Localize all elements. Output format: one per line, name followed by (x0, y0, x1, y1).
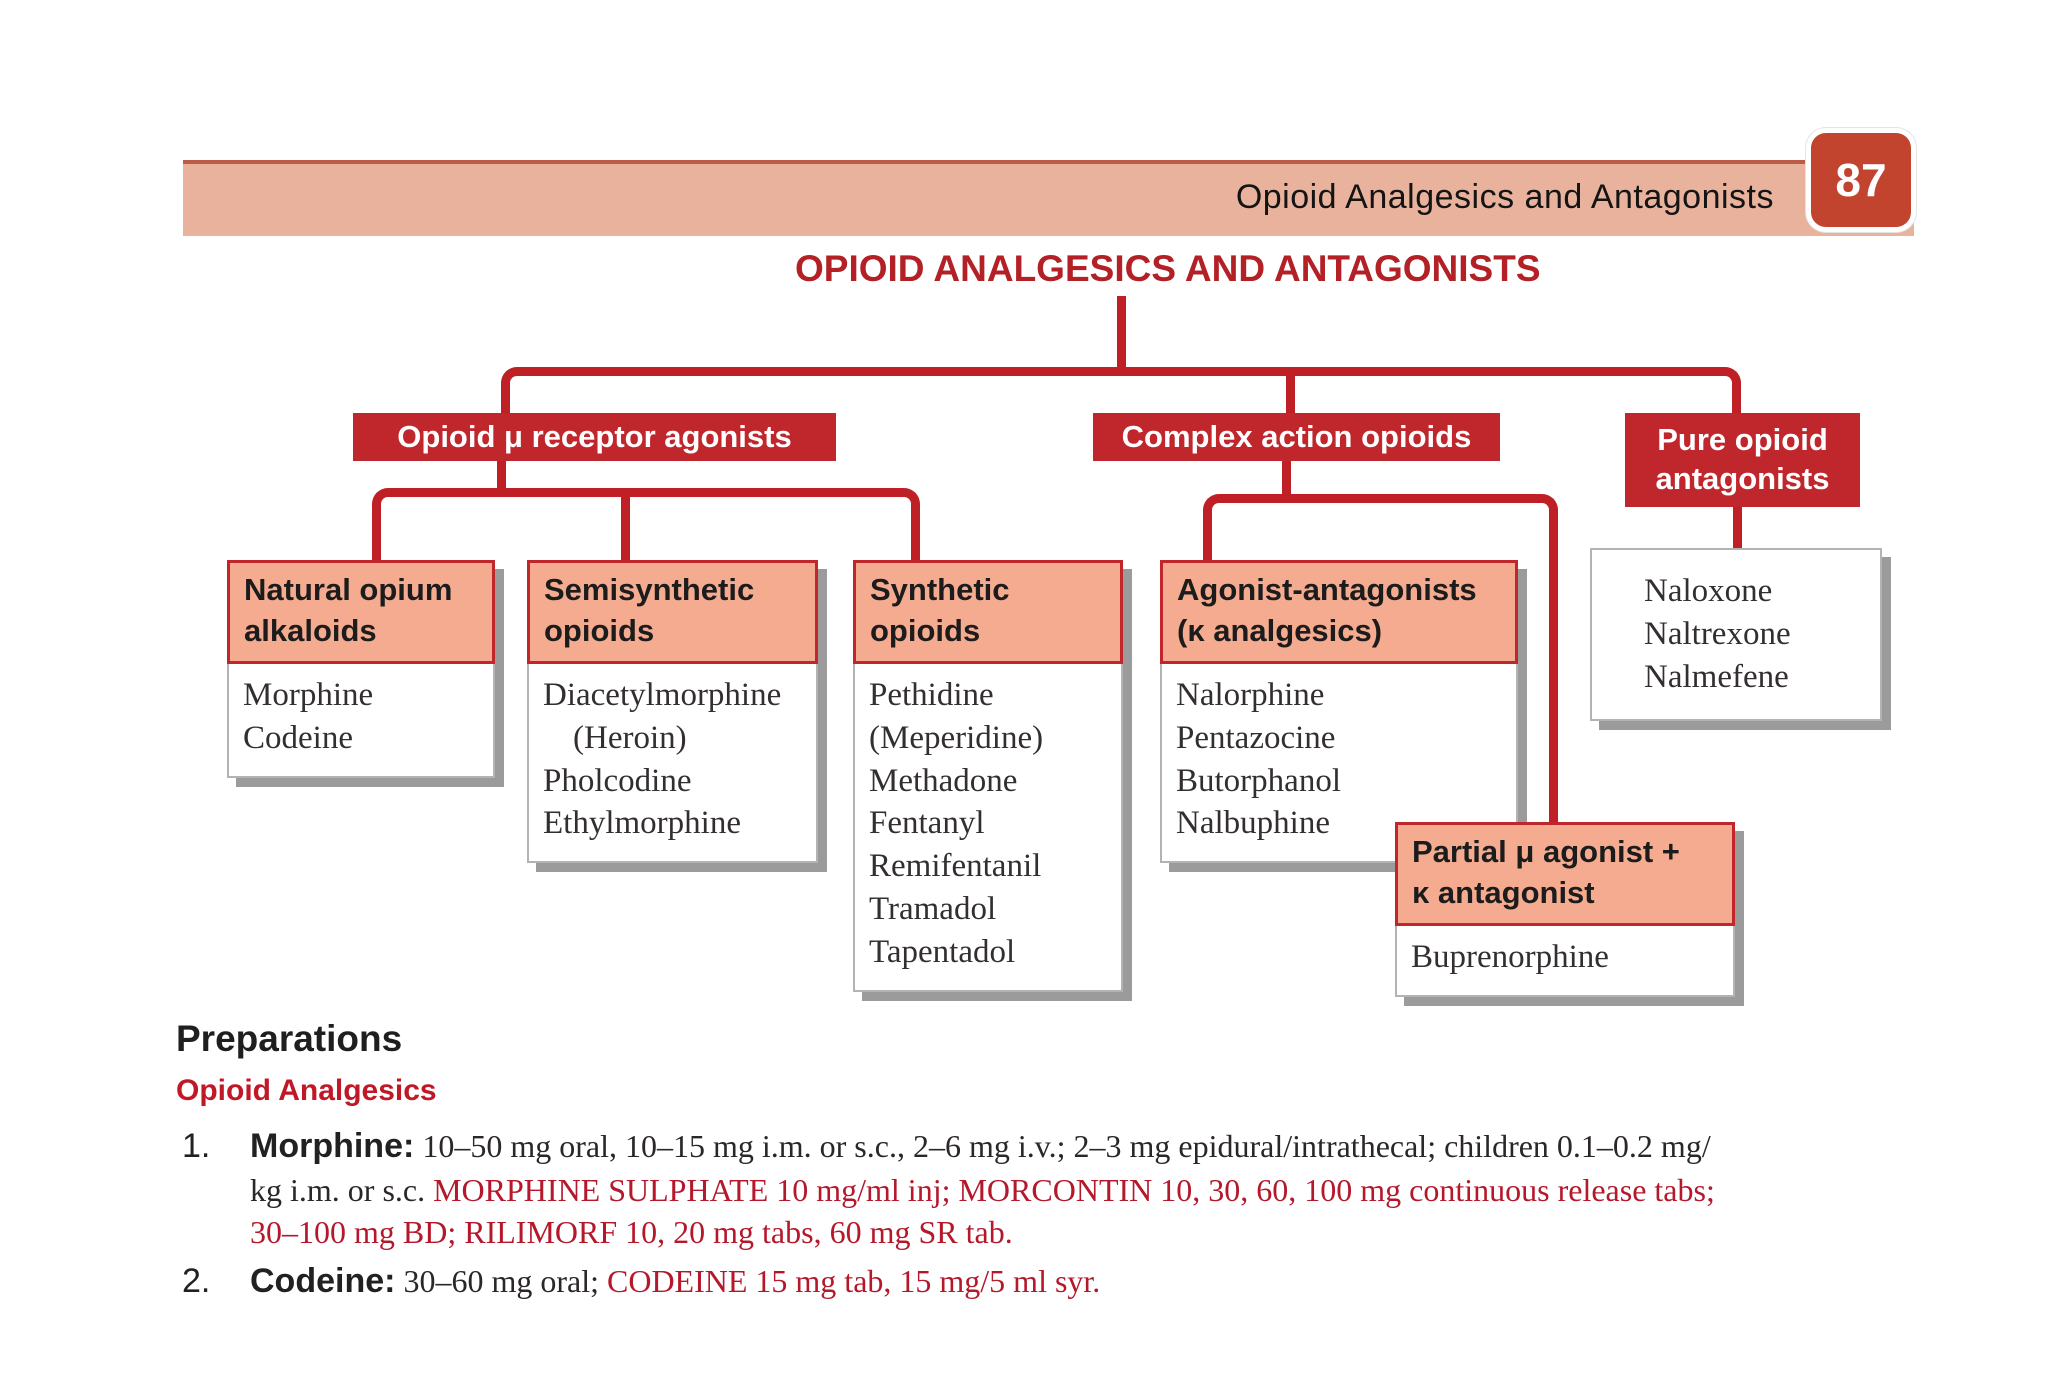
chapter-title: Opioid Analgesics and Antagonists (1235, 178, 1774, 216)
leaf-semisynthetic-opioids: Semisynthetic opioids Diacetylmorphine (… (527, 560, 818, 864)
connector-title-drop (1117, 296, 1126, 372)
diagram-title: OPIOID ANALGESICS AND ANTAGONISTS (795, 248, 1541, 289)
page-number: 87 (1835, 154, 1887, 206)
dose-text: 30–60 mg oral; (403, 1263, 607, 1300)
leaf-title-line1: Partial μ agonist + (1412, 834, 1680, 869)
leaf-title-line2: opioids (870, 612, 981, 648)
chapter-header-bar: Opioid Analgesics and Antagonists (183, 160, 1914, 236)
leaf-title-line1: Natural opium (244, 572, 453, 607)
branch-mu-receptor-agonists: Opioid μ receptor agonists (353, 413, 836, 461)
leaf-body: Nalorphine Pentazocine Butorphanol Nalbu… (1162, 664, 1516, 862)
drug-item: Nalorphine (1176, 676, 1325, 713)
leaf-natural-opium-alkaloids: Natural opium alkaloids Morphine Codeine (227, 560, 495, 778)
dose-text: 10–50 mg oral, 10–15 mg i.m. or s.c., 2–… (422, 1128, 1711, 1164)
connector-complex-rail (1203, 494, 1558, 560)
leaf-header: Partial μ agonist + κ antagonist (1395, 822, 1735, 926)
leaf-synthetic-opioids: Synthetic opioids Pethidine (Meperidine)… (853, 560, 1123, 993)
drug-item: Pethidine (869, 676, 994, 713)
drug-item: Nalbuphine (1176, 805, 1330, 842)
connector-semisynthetic-drop (621, 494, 630, 560)
drug-item: Fentanyl (869, 805, 985, 842)
item-number: 1. (182, 1127, 211, 1165)
drug-item: (Meperidine) (869, 719, 1044, 756)
drug-item: Tapentadol (869, 934, 1016, 971)
prep-item-codeine: 2. Codeine: 30–60 mg oral; CODEINE 15 mg… (176, 1259, 1966, 1304)
drug-item: Nalmefene (1644, 658, 1789, 695)
branch-pure-opioid-antagonists: Pure opioid antagonists (1625, 413, 1860, 507)
branch-label: Complex action opioids (1121, 418, 1472, 454)
brand-text: MORPHINE SULPHATE 10 mg/ml inj; MORCONTI… (433, 1171, 1715, 1208)
leaf-pure-antagonist-drugs: Naloxone Naltrexone Nalmefene (1590, 548, 1882, 721)
dose-text: kg i.m. or s.c. (250, 1171, 434, 1208)
branch-label-line1: Pure opioid (1657, 422, 1828, 458)
leaf-title-line2: alkaloids (244, 612, 377, 648)
drug-item: Naltrexone (1644, 615, 1791, 652)
drug-item: Ethylmorphine (543, 805, 741, 842)
connector-partial-drop (1549, 520, 1558, 822)
leaf-body: Buprenorphine (1397, 926, 1733, 995)
drug-item: Remifentanil (869, 848, 1042, 885)
drug-item: Buprenorphine (1411, 938, 1609, 975)
branch-label-line2: antagonists (1655, 461, 1830, 496)
connector-pure-drop (1733, 505, 1742, 550)
drug-name: Codeine: (250, 1262, 396, 1301)
leaf-agonist-antagonists: Agonist-antagonists (κ analgesics) Nalor… (1160, 560, 1518, 864)
leaf-title-line1: Synthetic (870, 572, 1010, 607)
drug-name: Morphine: (250, 1127, 415, 1165)
drug-item: (Heroin) (573, 719, 687, 756)
leaf-body: Naloxone Naltrexone Nalmefene (1592, 550, 1880, 719)
leaf-title-line1: Agonist-antagonists (1177, 572, 1477, 607)
connector-main-rail (501, 367, 1741, 413)
drug-item: Pentazocine (1176, 719, 1336, 756)
opioid-analgesics-subheading: Opioid Analgesics (176, 1074, 437, 1107)
connector-complex-drop (1286, 372, 1295, 413)
leaf-body: Morphine Codeine (229, 664, 493, 776)
leaf-body: Diacetylmorphine (Heroin) Pholcodine Eth… (529, 664, 816, 862)
prep-item-morphine: 1. Morphine: 10–50 mg oral, 10–15 mg i.m… (176, 1124, 1966, 1253)
connector-complex-stub (1282, 458, 1291, 498)
leaf-header: Agonist-antagonists (κ analgesics) (1160, 560, 1518, 664)
leaf-title-line2: (κ analgesics) (1177, 612, 1383, 648)
branch-label: Opioid μ receptor agonists (397, 418, 792, 454)
item-number: 2. (182, 1262, 211, 1301)
leaf-body: Pethidine (Meperidine) Methadone Fentany… (855, 664, 1121, 990)
connector-mu-stub (497, 458, 506, 492)
leaf-header: Natural opium alkaloids (227, 560, 495, 664)
drug-item: Naloxone (1644, 573, 1773, 609)
drug-item: Methadone (869, 762, 1018, 799)
drug-item: Codeine (243, 719, 353, 756)
branch-complex-action-opioids: Complex action opioids (1093, 413, 1500, 461)
drug-item: Diacetylmorphine (543, 676, 782, 713)
brand-text: 30–100 mg BD; RILIMORF 10, 20 mg tabs, 6… (250, 1214, 1013, 1251)
drug-item: Pholcodine (543, 762, 692, 799)
leaf-partial-mu-agonist: Partial μ agonist + κ antagonist Bupreno… (1395, 822, 1735, 997)
page-number-badge: 87 (1806, 128, 1916, 232)
preparations-section: Preparations Opioid Analgesics 1. Morphi… (176, 1018, 1966, 1310)
drug-item: Tramadol (869, 891, 997, 928)
drug-item: Morphine (243, 676, 374, 713)
connector-mu-rail (372, 488, 920, 560)
leaf-title-line2: κ antagonist (1412, 874, 1595, 910)
preparations-heading: Preparations (176, 1018, 403, 1059)
leaf-title-line1: Semisynthetic (544, 572, 755, 607)
drug-item: Butorphanol (1176, 762, 1341, 799)
brand-text: CODEINE 15 mg tab, 15 mg/5 ml syr. (606, 1263, 1101, 1300)
leaf-header: Semisynthetic opioids (527, 560, 818, 664)
leaf-header: Synthetic opioids (853, 560, 1123, 664)
leaf-title-line2: opioids (544, 612, 655, 648)
